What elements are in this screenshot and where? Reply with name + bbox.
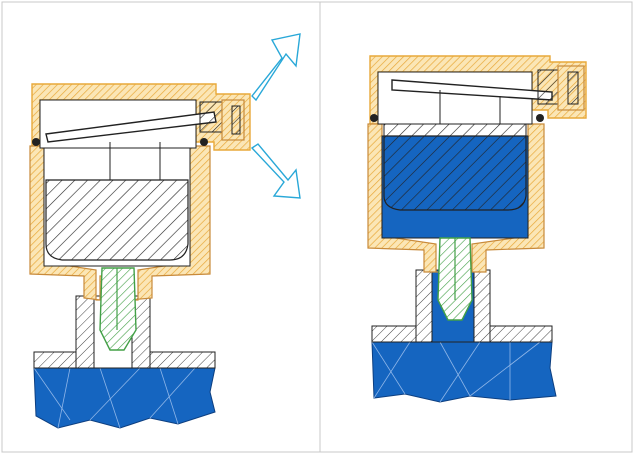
float-right-cap [383, 123, 527, 137]
oring-left-2 [200, 138, 208, 146]
left-panel [29, 33, 301, 429]
valve-seat-left [199, 101, 223, 133]
valve-cap-left [231, 105, 241, 135]
nozzle-left [99, 267, 137, 351]
housing-right-body [367, 123, 545, 273]
oring-right-1 [370, 114, 378, 122]
air-out-arrow-down [250, 143, 301, 199]
valve-seat-right [537, 69, 559, 105]
air-out-arrow-up [251, 33, 301, 102]
water-right-lines [371, 341, 541, 403]
float-left [45, 179, 189, 261]
water-left-lines [33, 367, 196, 429]
float-right [383, 135, 527, 211]
housing-left-body [29, 145, 211, 301]
right-panel [367, 55, 587, 403]
valve-cap-right [567, 71, 579, 105]
oring-right-2 [536, 114, 544, 122]
water-left [33, 367, 216, 429]
oring-left-1 [32, 138, 40, 146]
